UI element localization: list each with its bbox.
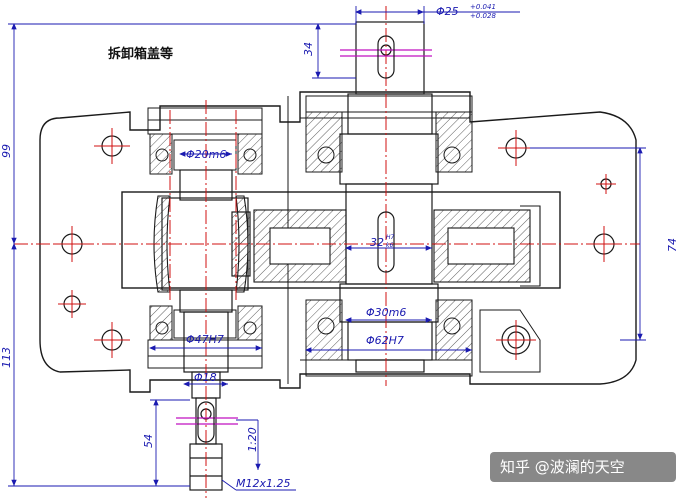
dim-thread: M12x1.25 [236, 477, 291, 490]
dim-30m6: Φ30m6 [366, 306, 406, 319]
dim-top-shaft: Φ25 [436, 5, 459, 18]
key-slots [176, 35, 432, 443]
left-bearing-top [147, 107, 263, 175]
dim-32-tol-b: k6 [386, 242, 393, 249]
watermark-text: 知乎 @波澜的天空 [500, 458, 625, 476]
dimension-lines [8, 6, 646, 491]
gear-wheel [253, 205, 541, 287]
dim-top-tol-lower: +0.028 [470, 12, 496, 20]
dim-20m6: Φ20m6 [186, 148, 226, 161]
dim-47H7: Φ47H7 [186, 333, 224, 346]
dim-top-tol-upper: +0.041 [470, 3, 496, 11]
dim-32-tol-a: H7 [386, 234, 395, 241]
left-bearing-bottom [147, 305, 263, 369]
output-shaft [339, 21, 439, 373]
dim-54: 54 [142, 434, 155, 448]
dim-slope: 1:20 [246, 427, 259, 452]
dim-74: 74 [666, 238, 679, 252]
crosshairs [14, 6, 640, 498]
dim-18: Φ18 [194, 371, 217, 384]
watermark: 知乎 @波澜的天空 [490, 452, 676, 482]
dim-34: 34 [302, 42, 315, 56]
dim-99: 99 [0, 144, 13, 158]
dimension-labels: Φ25 +0.041 +0.028 34 99 113 74 54 Φ20m6 … [0, 3, 679, 490]
dim-32: 32 [370, 236, 384, 249]
dim-113: 113 [0, 347, 13, 368]
drawing-title: 拆卸箱盖等 [108, 46, 173, 62]
dim-62H7: Φ62H7 [366, 334, 404, 347]
